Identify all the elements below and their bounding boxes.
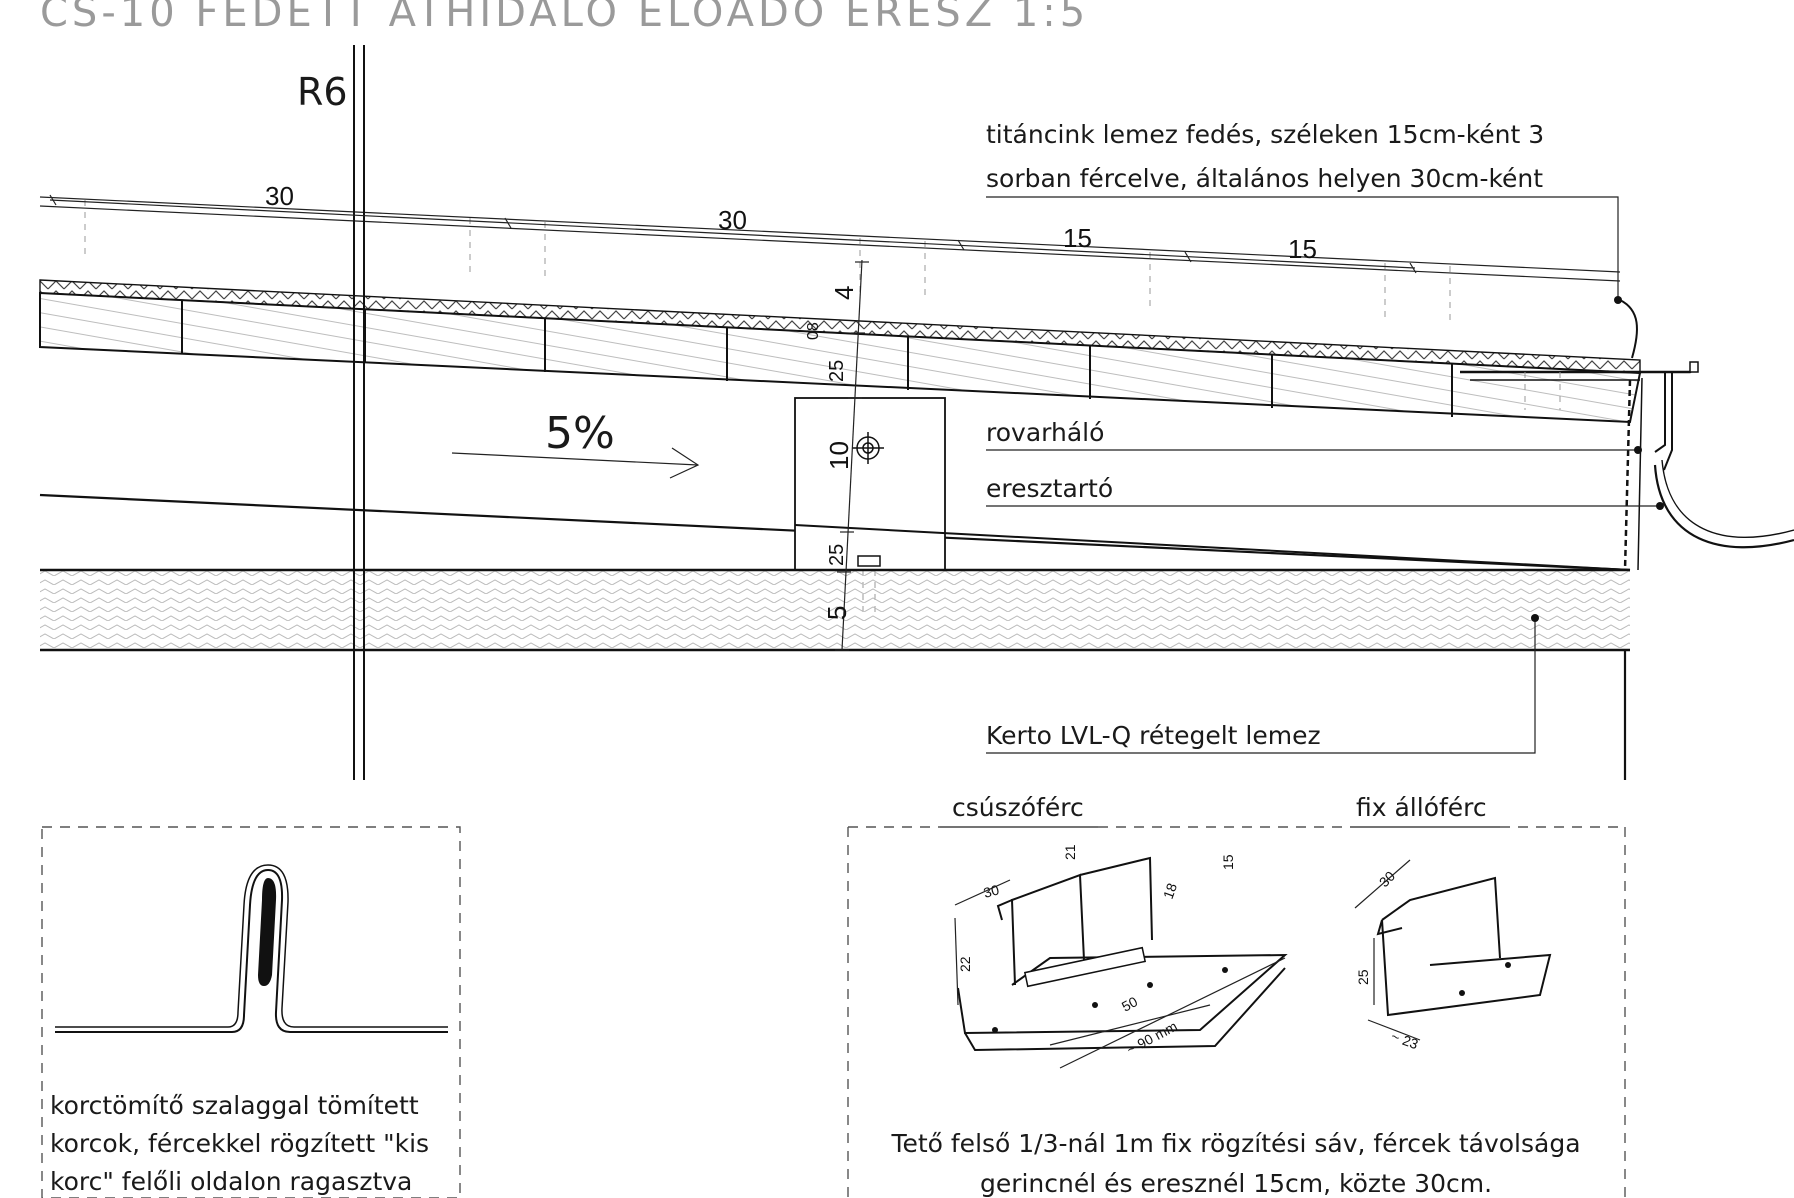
dim-label: 15 xyxy=(1063,223,1092,253)
sliding-clip-drawing: 30 21 15 18 22 50 ~ 90 mm xyxy=(954,844,1288,1069)
axis-label: R6 xyxy=(297,70,348,114)
hanger-bracket xyxy=(794,397,946,571)
callout-text: Kerto LVL-Q rétegelt lemez xyxy=(986,721,1321,750)
dim-label: ~ 23 xyxy=(1389,1028,1421,1053)
dim-label: 25 xyxy=(1355,969,1371,985)
clip-detail-box: csúszóférc fix állóférc 30 21 15 18 22 5… xyxy=(847,793,1626,1198)
dim-label: 25 xyxy=(826,544,848,566)
callout-text: eresztartó xyxy=(986,474,1113,503)
dim-label: 50 xyxy=(1119,993,1140,1015)
callout-text: rovarháló xyxy=(986,418,1104,447)
dim-label: 10 xyxy=(824,441,854,470)
seam-caption-line: korctömítő szalaggal tömített xyxy=(50,1091,419,1120)
dim-label: 30 xyxy=(718,205,747,235)
callout-insect-mesh: rovarháló xyxy=(986,418,1642,454)
callout-lvl: Kerto LVL-Q rétegelt lemez xyxy=(986,614,1539,754)
clip-caption-line: Tető felső 1/3-nál 1m fix rögzítési sáv,… xyxy=(890,1129,1580,1158)
seam-caption-line: korc" felőli oldalon ragasztva xyxy=(50,1167,412,1196)
dim-label: 30 xyxy=(982,881,1001,901)
slope-arrow: 5% xyxy=(451,408,700,479)
gutter xyxy=(1653,464,1794,549)
dim-label: 18 xyxy=(1160,881,1180,901)
roof-section: R6 xyxy=(39,45,1794,780)
dim-label: 15 xyxy=(1220,854,1236,870)
dim-label: 15 xyxy=(1288,234,1317,264)
seam-profile xyxy=(55,864,448,1033)
fixed-clip-drawing: 30 25 ~ 23 xyxy=(1354,859,1552,1053)
sheet-eave-curve xyxy=(1619,299,1638,359)
dim-label: 25 xyxy=(826,360,848,382)
clip-sliding-title: csúszóférc xyxy=(952,793,1084,822)
top-dimension: 30 30 15 15 xyxy=(49,181,1417,274)
height-dimension: 4 08 25 10 25 5 xyxy=(805,259,869,651)
seam-marks xyxy=(84,200,1451,321)
callout-gutter-bracket: eresztartó xyxy=(986,474,1664,510)
dim-label: 08 xyxy=(805,322,822,340)
dim-label: 22 xyxy=(957,956,973,972)
callout-text: titáncink lemez fedés, széleken 15cm-kén… xyxy=(986,120,1544,149)
lvl-board xyxy=(40,570,1630,650)
gutter-clip xyxy=(1654,372,1673,471)
seam-detail-box: korctömítő szalaggal tömített korcok, fé… xyxy=(41,826,461,1198)
dim-label: 4 xyxy=(829,286,859,300)
page-title: CS-10 FEDETT ÁTHIDALÓ ELOADÓ ERESZ 1:5 xyxy=(40,0,1089,36)
zinc-sheet-line xyxy=(39,196,1621,273)
deck-board-joints xyxy=(181,300,1453,417)
dim-label: 5 xyxy=(822,606,852,620)
zinc-sheet-line xyxy=(39,205,1621,282)
callout-text: sorban fércelve, általános helyen 30cm-k… xyxy=(986,164,1543,193)
callout-roof: titáncink lemez fedés, széleken 15cm-kén… xyxy=(986,120,1622,304)
clip-fixed-title: fix állóférc xyxy=(1356,793,1487,822)
seam-caption-line: korcok, fércekkel rögzített "kis xyxy=(50,1129,429,1158)
dim-label: 21 xyxy=(1062,844,1078,860)
fascia-insect-mesh xyxy=(1623,379,1632,571)
slope-label: 5% xyxy=(545,408,615,459)
bolt-symbol xyxy=(852,432,884,464)
clip-caption-line: gerincnél és eresznél 15cm, közte 30cm. xyxy=(980,1169,1492,1198)
dim-label: 30 xyxy=(265,181,294,211)
